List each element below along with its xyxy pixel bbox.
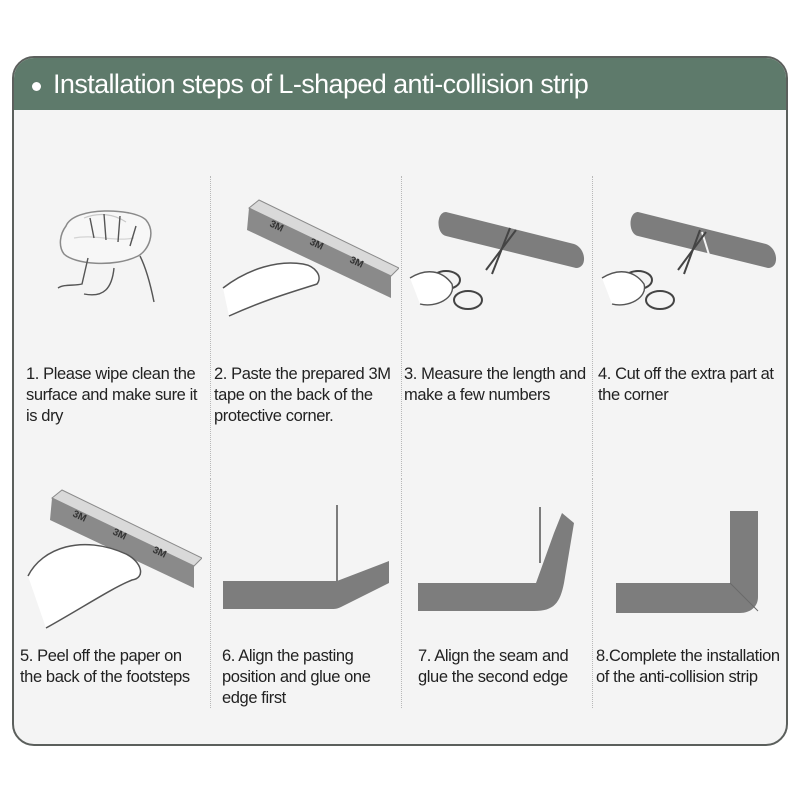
- step-7-text: 7. Align the seam and glue the second ed…: [418, 647, 569, 686]
- step-6-text: 6. Align the pasting position and glue o…: [222, 647, 371, 707]
- step-8-text: 8.Complete the installation of the anti-…: [596, 647, 780, 686]
- step-4-text: 4. Cut off the extra part at the corner: [598, 365, 774, 404]
- scissors-strip-icon: [409, 212, 585, 310]
- step-3-text: 3. Measure the length and make a few num…: [404, 365, 586, 404]
- divider: [401, 176, 402, 476]
- strip-one-edge-icon: [223, 505, 389, 609]
- tape-label: 3M: [71, 509, 88, 525]
- tape-label: 3M: [348, 255, 365, 271]
- scissors-cut-corner-icon: [601, 212, 777, 310]
- step-5-text: 5. Peel off the paper on the back of the…: [20, 647, 190, 686]
- step-1-text: 1. Please wipe clean the surface and mak…: [26, 365, 198, 425]
- bullet-dot: [32, 81, 41, 91]
- divider: [592, 478, 593, 708]
- tape-label: 3M: [151, 545, 168, 561]
- strip-second-edge-icon: [418, 507, 574, 611]
- divider: [210, 176, 211, 476]
- tape-label: 3M: [308, 237, 325, 253]
- divider: [592, 176, 593, 476]
- tape-label: 3M: [268, 219, 285, 235]
- hand-wiping-cloth-icon: [57, 210, 155, 303]
- page-title: Installation steps of L-shaped anti-coll…: [53, 68, 589, 99]
- divider: [401, 478, 402, 708]
- tape-label: 3M: [111, 527, 128, 543]
- hand-pasting-tape-icon: 3M 3M 3M: [222, 199, 399, 317]
- step-2-text: 2. Paste the prepared 3M tape on the bac…: [214, 365, 391, 425]
- instruction-panel: Installation steps of L-shaped anti-coll…: [12, 56, 788, 746]
- header-bar: Installation steps of L-shaped anti-coll…: [14, 58, 786, 110]
- divider: [210, 478, 211, 708]
- hand-peeling-paper-icon: 3M 3M 3M: [27, 489, 202, 629]
- strip-complete-icon: [616, 511, 759, 613]
